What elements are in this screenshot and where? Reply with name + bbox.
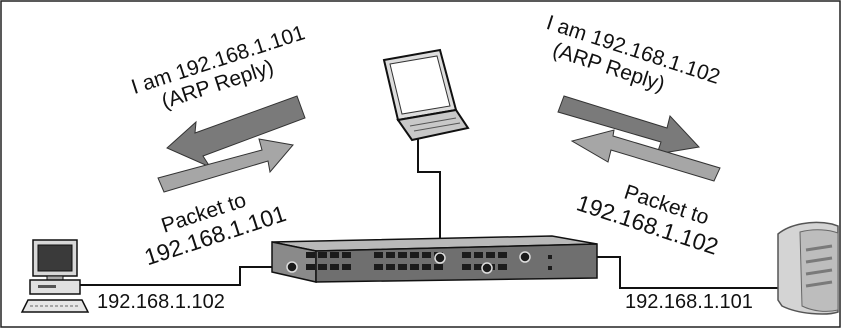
switch-port (486, 252, 495, 258)
arrow-left-packet (157, 138, 294, 193)
switch-port (318, 264, 327, 270)
arrow-right-packet (570, 129, 721, 182)
laptop-keyboard-line (409, 117, 457, 127)
switch-port (318, 252, 327, 258)
switch-port (462, 264, 471, 270)
switch-port (342, 264, 351, 270)
port-connector-mid (481, 262, 493, 274)
server-vent-1 (805, 244, 833, 252)
left-host-ip: 192.168.1.102 (97, 291, 225, 313)
server-tower-icon (777, 221, 839, 315)
switch-led-1 (548, 255, 552, 259)
network-switch-icon (271, 235, 598, 283)
switch-port (410, 252, 419, 258)
monitor-screen (37, 244, 73, 272)
switch-led-2 (548, 266, 552, 270)
laptop-screen (389, 55, 451, 115)
pc-drive (38, 285, 56, 288)
switch-port (330, 264, 339, 270)
arrow-right-reply (557, 95, 701, 155)
port-connector-left (286, 261, 298, 273)
switch-port (498, 252, 507, 258)
desktop-computer-icon (20, 239, 90, 313)
laptop-icon (382, 48, 470, 142)
server-vent-2 (805, 256, 833, 264)
switch-port (398, 264, 407, 270)
switch-port (398, 252, 407, 258)
switch-port (330, 252, 339, 258)
switch-port (410, 264, 419, 270)
switch-port (306, 264, 315, 270)
right-host-ip: 192.168.1.101 (625, 291, 753, 313)
cable-laptop (417, 137, 441, 258)
switch-body (315, 243, 598, 283)
switch-port (422, 252, 431, 258)
switch-port (374, 264, 383, 270)
switch-port (342, 252, 351, 258)
switch-port (462, 252, 471, 258)
arp-arrows (157, 95, 721, 193)
switch-port (434, 264, 443, 270)
switch-port (386, 252, 395, 258)
switch-port (306, 252, 315, 258)
switch-port (386, 264, 395, 270)
switch-port (498, 264, 507, 270)
laptop-base (396, 108, 470, 142)
switch-port (422, 264, 431, 270)
port-connector-right (519, 251, 531, 263)
cable-left (80, 266, 292, 286)
server-vent-3 (805, 268, 833, 276)
switch-port (474, 252, 483, 258)
server-vent-4 (805, 280, 833, 288)
port-connector-laptop (434, 252, 446, 264)
laptop-keyboard-line-2 (413, 122, 461, 132)
switch-port (474, 264, 483, 270)
switch-port (374, 252, 383, 258)
